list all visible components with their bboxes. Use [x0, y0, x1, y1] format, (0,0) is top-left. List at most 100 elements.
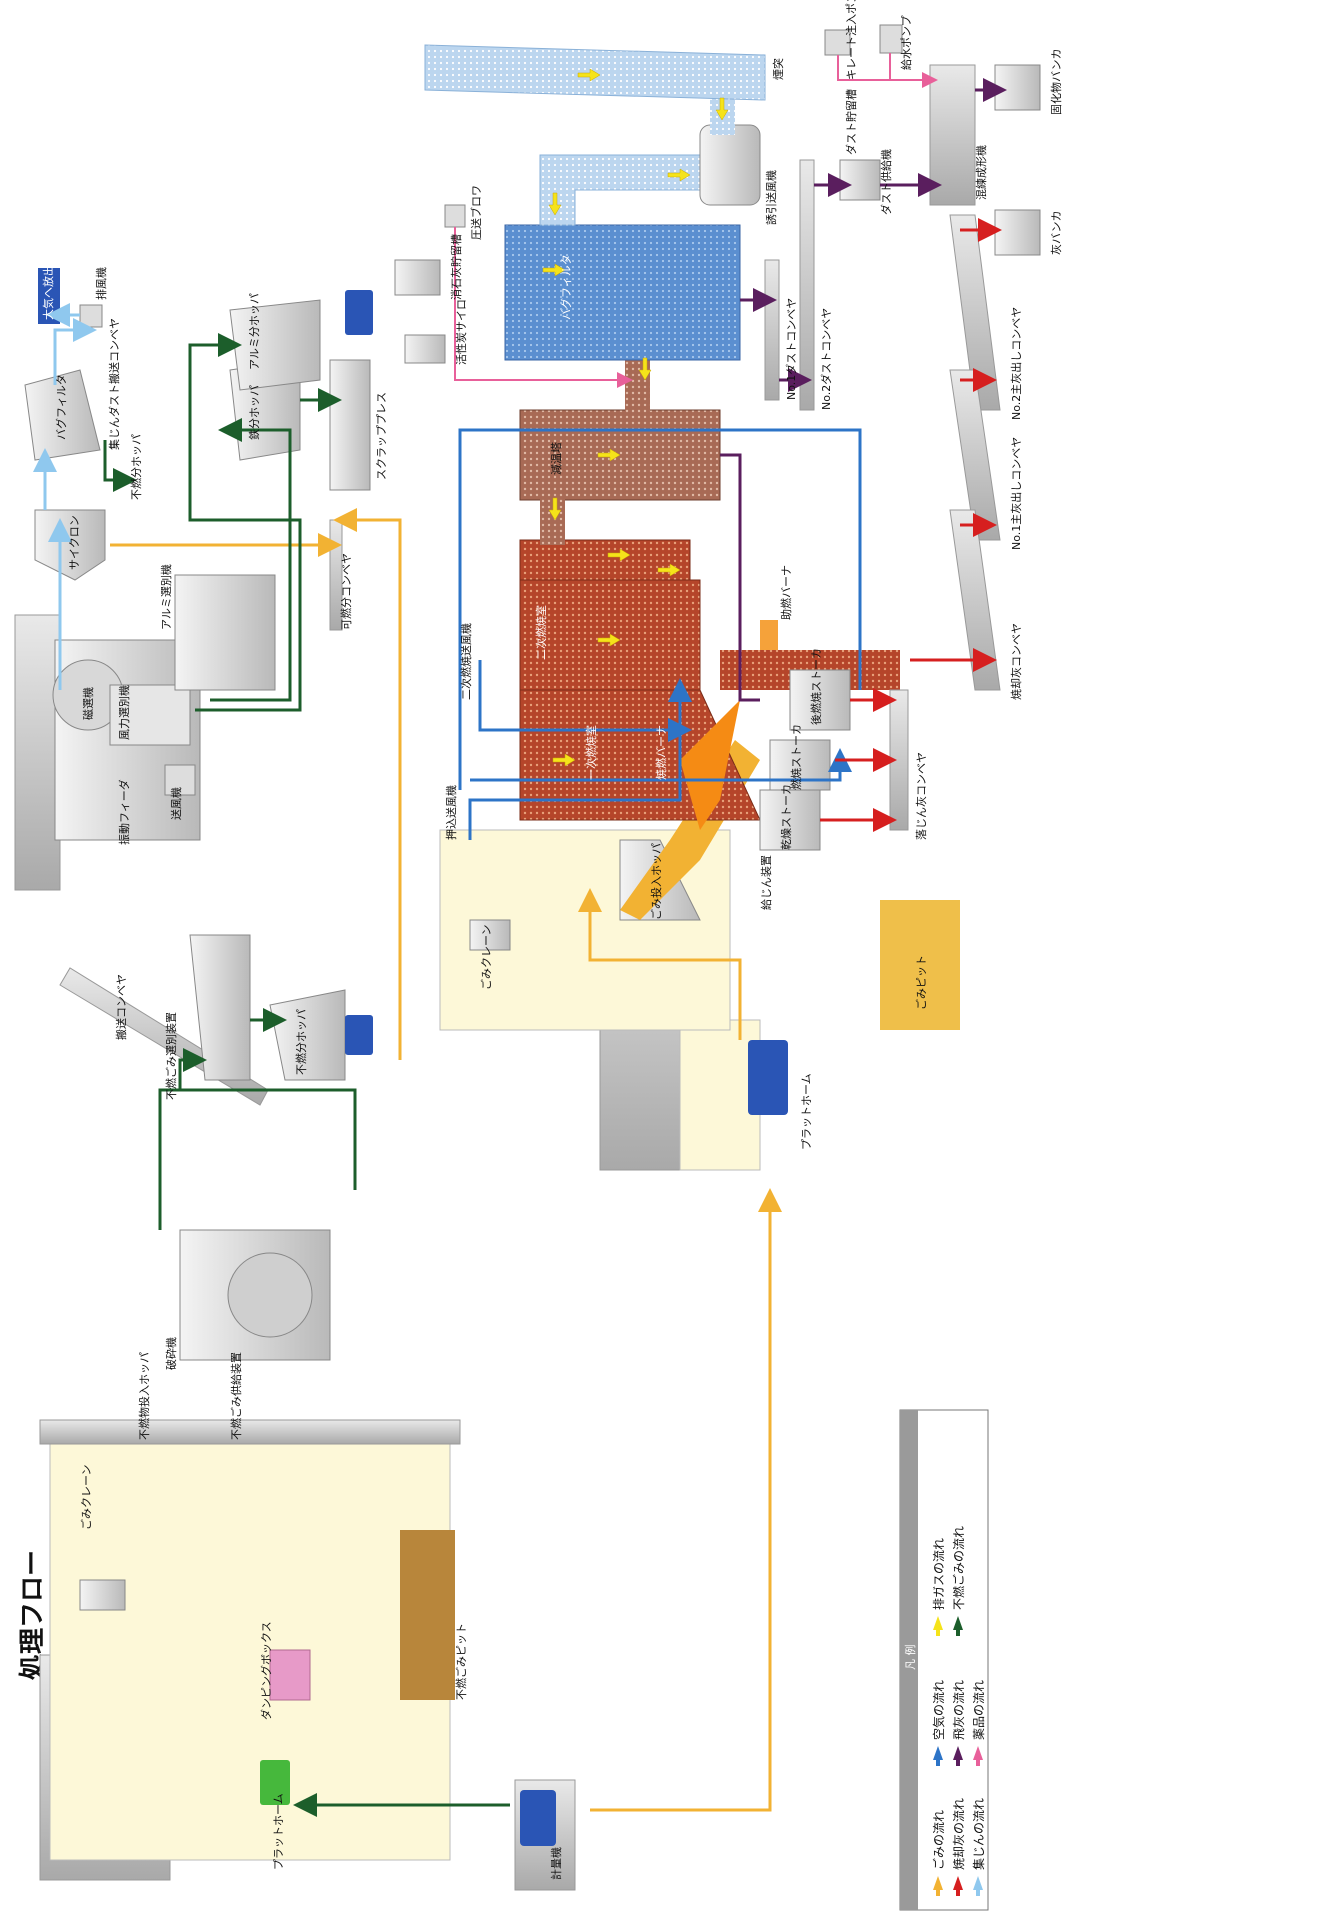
- legend-label-7: 不燃ごみの流れ: [951, 1526, 966, 1610]
- label-platform-left: プラットホーム: [272, 1793, 285, 1870]
- platform-truck-right: [748, 1040, 788, 1115]
- label-crane-right: ごみクレーン: [479, 925, 493, 990]
- label-combustible-conv: 可燃分コンベヤ: [339, 553, 353, 630]
- legend-label-6: 排ガスの流れ: [932, 1538, 946, 1610]
- label-exhaust-fan-small: 排風機: [94, 267, 108, 300]
- noncomb-truck: [345, 1015, 373, 1055]
- label-mixer: 混練成形機: [974, 145, 988, 200]
- label-magnet: 磁選機: [81, 687, 95, 720]
- label-cooling-tower: 減温塔: [549, 442, 563, 475]
- label-dry-stoker: 乾燥ストーカ: [780, 784, 793, 850]
- flow-waste-1: [590, 1200, 770, 1810]
- dust-storage: [840, 160, 880, 200]
- legend-heading: 凡 例: [903, 1645, 917, 1671]
- label-air-blow: 圧送ブロワ: [469, 185, 483, 240]
- flow-waste-3: [345, 520, 400, 1060]
- label-ash-out1: No.1主灰出しコンベヤ: [1009, 437, 1023, 550]
- label-crusher: 破砕機: [164, 1337, 178, 1370]
- noncomb-wall: [40, 1420, 460, 1444]
- label-cyclone: サイクロン: [68, 515, 81, 570]
- label-stack: 煙突: [771, 58, 785, 80]
- label-bagfilter: バグフィルタ: [559, 254, 573, 320]
- noncomb-building-inner: [50, 1420, 450, 1860]
- noncomb-pit: [400, 1530, 455, 1700]
- label-wind-sorter: 風力選別機: [117, 685, 131, 740]
- flow-noncomb-2: [160, 1090, 355, 1230]
- label-platform-right: プラットホーム: [800, 1073, 813, 1150]
- label-alu-sorter: アルミ選別機: [159, 564, 173, 630]
- label-slaked-lime: 消石灰貯留槽: [449, 234, 463, 300]
- legend-label-1: 焼却灰の流れ: [952, 1798, 966, 1870]
- label-dust-feeder: ダスト供給機: [879, 149, 893, 215]
- label-blower-small: 送風機: [169, 787, 183, 820]
- label-activated-carbon: 活性炭サイロ: [454, 299, 468, 365]
- label-conveyor: 搬送コンベヤ: [114, 974, 128, 1040]
- flue-up: [520, 540, 690, 580]
- scrap-truck: [345, 290, 373, 335]
- label-dust-conv: 集じんダスト搬送コンベヤ: [107, 318, 121, 450]
- crusher-rotor: [228, 1253, 312, 1337]
- label-post-stoker: 後燃焼ストーカ: [809, 648, 823, 725]
- label-noncomb-pit: 不燃ごみピット: [454, 1623, 468, 1700]
- slaked-lime-tank: [395, 260, 440, 295]
- label-solid-bunker: 固化物バンカ: [1049, 48, 1063, 115]
- legend-label-0: ごみの流れ: [931, 1810, 946, 1870]
- solid-bunker: [995, 65, 1040, 110]
- exhaust-fan-small: [80, 305, 102, 327]
- label-weigh: 計量機: [549, 1847, 563, 1880]
- label-alu-hopper: アルミ分ホッパ: [248, 293, 261, 370]
- scrap-press: [330, 360, 370, 490]
- label-idf: 誘引送風機: [764, 170, 778, 225]
- label-dumping-box: ダンピングボックス: [259, 1621, 273, 1720]
- label-crane-left: ごみクレーン: [79, 1465, 93, 1530]
- label-waste-hopper: ごみ投入ホッパ: [649, 843, 663, 920]
- label-noncomb-hopper2: 不燃分ホッパ: [129, 434, 143, 500]
- label-ignition-burner: 焼燃バーナ: [654, 725, 668, 780]
- legend-label-4: 飛灰の流れ: [952, 1680, 966, 1740]
- label-ash-out2: No.2主灰出しコンベヤ: [1009, 307, 1023, 420]
- label-iron-hopper: 鉄分ホッパ: [247, 385, 261, 440]
- label-to-atmos: 大気へ放出: [41, 265, 55, 320]
- label-noncomb-feeder: 不燃ごみ供給装置: [229, 1352, 243, 1440]
- label-waste-pit: ごみピット: [914, 955, 928, 1010]
- bagfilter: [505, 225, 740, 360]
- activated-carbon-silo: [405, 335, 445, 363]
- dumping-box: [270, 1650, 310, 1700]
- label-aux-burner: 助燃バーナ: [779, 565, 793, 620]
- label-noncomb-sorter: 不燃ごみ選別装置: [164, 1012, 178, 1100]
- label-bagfilter-small: バグフィルタ: [54, 374, 68, 440]
- label-scrap-press: スクラッププレス: [375, 392, 388, 480]
- mixer: [930, 65, 975, 205]
- label-siftings-conv: 落じん灰コンベヤ: [914, 752, 928, 840]
- label-fdf: 押込送風機: [444, 785, 458, 840]
- legend-label-5: 薬品の流れ: [972, 1680, 986, 1740]
- crane-left: [80, 1580, 125, 1610]
- alu-hopper: [230, 300, 320, 390]
- label-noncomb-hopper-in: 不燃物投入ホッパ: [137, 1352, 151, 1440]
- ash-bunker: [995, 210, 1040, 255]
- siftings-conveyor: [890, 690, 908, 830]
- label-comb-stoker: 燃焼ストーカ: [789, 724, 803, 790]
- label-vib-feeder: 振動フィーダ: [117, 779, 131, 845]
- label-ash-bunker: 灰バンカ: [1049, 210, 1063, 255]
- aux-burner: [760, 620, 778, 650]
- idf: [700, 125, 760, 205]
- dust-conv2: [800, 160, 814, 410]
- label-chelate-pump: キレート注入ポンプ: [844, 0, 858, 80]
- gas-duct: [540, 155, 700, 225]
- water-pump: [880, 25, 902, 53]
- label-noncomb-hopper: 不燃分ホッパ: [294, 1009, 308, 1075]
- air-blower: [445, 205, 465, 227]
- legend-label-3: 空気の流れ: [931, 1680, 946, 1740]
- label-dust-storage: ダスト貯留槽: [844, 89, 858, 155]
- sorter-building: [15, 615, 60, 890]
- label-ash-conv: 焼却灰コンベヤ: [1009, 623, 1023, 700]
- legend: 凡 例 ごみの流れ焼却灰の流れ集じんの流れ 空気の流れ飛灰の流れ薬品の流れ 排ガスの…: [900, 1410, 988, 1910]
- cooling-duct: [540, 495, 565, 545]
- label-water-pump: 給水ポンプ: [899, 15, 913, 70]
- legend-label-2: 集じんの流れ: [971, 1798, 986, 1870]
- alu-sorter: [175, 575, 275, 690]
- label-primary-chamber: 一次燃焼室: [584, 725, 598, 780]
- label-dust-conv1: No.1ダストコンベヤ: [784, 298, 798, 400]
